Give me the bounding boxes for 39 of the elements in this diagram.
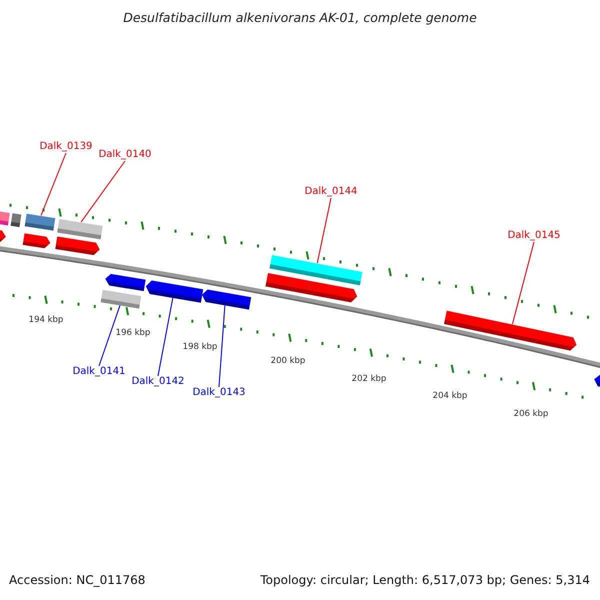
gene-label: Dalk_0139	[40, 141, 92, 153]
leader-line	[218, 304, 226, 388]
leader-line	[40, 152, 66, 216]
gene-bar	[270, 254, 362, 286]
gene-block	[105, 274, 146, 292]
leader-line	[316, 198, 332, 264]
gene-block	[266, 272, 358, 302]
gene-bar	[10, 212, 22, 228]
diagram-title: Desulfatibacillum alkenivorans AK-01, complete genome	[122, 9, 478, 27]
gene-bar	[24, 213, 56, 231]
gene-label: Dalk_0140	[98, 149, 152, 161]
scale-label: 194 kbp	[28, 315, 64, 325]
scale-label: 196 kbp	[116, 328, 150, 338]
gene-label: Dalk_0144	[304, 186, 358, 198]
footer-text: Accession: NC_011768	[9, 573, 146, 587]
leader-line	[98, 304, 120, 366]
scale-label: 198 kbp	[182, 342, 218, 352]
gene-block	[444, 310, 577, 351]
scale-label: 204 kbp	[432, 391, 468, 401]
gene-block	[202, 289, 252, 310]
gene-block	[22, 233, 50, 248]
gene-block	[55, 236, 100, 256]
gene-bar	[100, 289, 142, 309]
scale-label: 206 kbp	[514, 409, 548, 419]
leader-line	[80, 160, 126, 223]
gene-label: Dalk_0143	[192, 387, 246, 399]
gene-label: Dalk_0141	[72, 366, 126, 378]
footer-text: Topology: circular; Length: 6,517,073 bp; Genes: 5,314	[260, 573, 590, 587]
scale-label: 200 kbp	[270, 356, 306, 366]
gene-label: Dalk_0145	[508, 230, 560, 242]
gene-bar	[57, 218, 103, 240]
scale-label: 202 kbp	[352, 374, 386, 384]
gene-label: Dalk_0142	[132, 376, 184, 388]
gene-block	[594, 374, 600, 389]
gene-block	[0, 229, 6, 242]
gene-bar	[0, 210, 10, 226]
leader-line	[158, 297, 174, 376]
gene-block	[146, 280, 204, 303]
leader-line	[512, 242, 534, 325]
